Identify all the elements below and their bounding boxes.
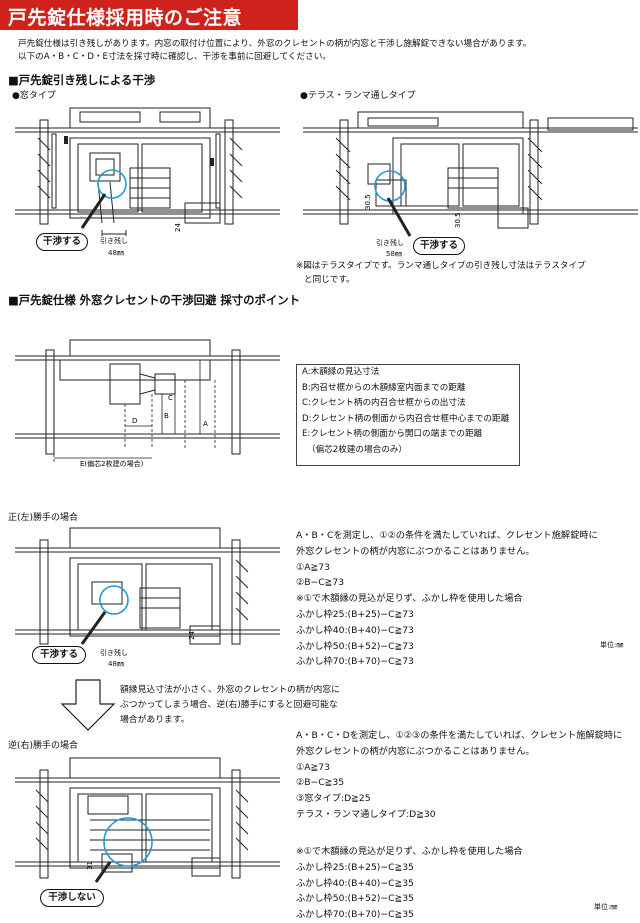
right-hand-label: 逆(右)勝手の場合 [8, 741, 79, 751]
dim-label-b: B [164, 412, 169, 420]
left-cond-4: ※①で木額縁の見込が足りず、ふかし枠を使用した場合 [296, 593, 523, 605]
right-fuka-1: ふかし枠25:(B+25)−C≧35 [296, 861, 414, 873]
dim-label-d: D [132, 417, 137, 425]
hikinokoshi-label-left: 引き残し [100, 649, 128, 657]
left-cond-2: ①A≧73 [296, 561, 330, 573]
right-cond-4: ③窓タイプ:D≧25 [296, 793, 371, 805]
right-fuka-3: ふかし枠50:(B+52)−C≧35 [296, 893, 414, 905]
hikinokoshi-value-terrace: 58㎜ [386, 250, 402, 258]
hikinokoshi-label-terrace: 引き残し [376, 239, 404, 247]
intro-line-2: 以下のA・B・C・D・E寸法を採寸時に確認し、干渉を事前に回避してください。 [18, 52, 331, 62]
right-fuka-2: ふかし枠40:(B+40)−C≧35 [296, 877, 414, 889]
right-cond-5: テラス・ランマ通しタイプ:D≧30 [296, 808, 436, 820]
arrow-note-3: 場合があります。 [120, 715, 190, 725]
right-fuka-0: ※①で木額縁の見込が足りず、ふかし枠を使用した場合 [296, 846, 523, 857]
unit-label-left: 単位:㎜ [600, 641, 624, 649]
dim-31-label: 31 [86, 861, 94, 870]
window-type-label: ●窓タイプ [12, 91, 56, 101]
terrace-note-line-1: ※図はテラスタイプです。ランマ通しタイプの引き残し寸法はテラスタイプ [296, 261, 586, 271]
legend-e-note: （偏芯2枚建の場合のみ） [307, 444, 407, 455]
left-hand-conditions: A・B・Cを測定し、①②の条件を満たしていれば、クレセント施解錠時に 外窓クレセ… [296, 528, 598, 670]
right-cond-3: ②B−C≧35 [296, 777, 345, 789]
window-type-figure: 24 [15, 107, 280, 236]
title-bar: 戸先錠仕様採用時のご注意 [0, 0, 298, 30]
right-hand-figure: 31 [15, 757, 280, 883]
arrow-note: 額縁見込寸法が小さく、外窓のクレセントの柄が内窓に ぶつかってしまう場合、逆(右… [120, 683, 340, 728]
left-hand-label: 正(左)勝手の場合 [8, 513, 79, 523]
dimension-figure: D B C A E(偏芯2枚建の場合) [15, 339, 280, 468]
intro-text: 戸先錠仕様は引き残しがあります。内窓の取付け位置により、外窓のクレセントの柄が内… [18, 38, 628, 64]
right-hand-fukashi: ※①で木額縁の見込が足りず、ふかし枠を使用した場合 ふかし枠25:(B+25)−… [296, 844, 523, 923]
arrow-note-2: ぶつかってしまう場合、逆(右)勝手にすると回避可能な [120, 700, 338, 710]
hikinokoshi-value-window: 48㎜ [108, 249, 124, 257]
dim-label-e: E(偏芯2枚建の場合) [80, 459, 144, 468]
intro-line-1: 戸先錠仕様は引き残しがあります。内窓の取付け位置により、外窓のクレセントの柄が内… [18, 39, 532, 49]
down-arrow-icon [60, 679, 116, 731]
legend-d: D:クレセント柄の側面から内召合せ框中心までの距離 [302, 413, 510, 424]
legend-b: B:内召せ框からの木額縁室内面までの距離 [302, 382, 466, 393]
dim-label-c: C [168, 394, 173, 402]
arrow-note-1: 額縁見込寸法が小さく、外窓のクレセントの柄が内窓に [120, 685, 340, 695]
interference-bubble-terrace: 干渉する [413, 237, 465, 255]
left-cond-8: ふかし枠70:(B+70)−C≧73 [296, 656, 414, 668]
dim-24-label: 24 [174, 223, 182, 232]
terrace-note-line-2: と同じです。 [304, 275, 355, 285]
terrace-type-figure: 30.5 30.5 [303, 111, 638, 237]
no-interference-bubble: 干渉しない [40, 889, 104, 907]
left-cond-3: ②B−C≧73 [296, 577, 345, 589]
right-cond-1: 外窓クレセントの柄が内窓にぶつかることはありません。 [296, 745, 535, 757]
interference-bubble-window: 干渉する [36, 233, 88, 251]
section2-heading: ■戸先錠仕様 外窓クレセントの干渉回避 採寸のポイント [8, 293, 301, 307]
terrace-type-label: ●テラス・ランマ通しタイプ [300, 91, 416, 101]
no-interference-circle [103, 817, 153, 867]
terrace-note: ※図はテラスタイプです。ランマ通しタイプの引き残し寸法はテラスタイプ と同じです… [296, 259, 586, 287]
legend-c: C:クレセント柄の内召合せ框からの出寸法 [302, 398, 466, 408]
hikinokoshi-value-left: 48㎜ [108, 660, 124, 668]
interference-circle [97, 169, 127, 199]
dim-label-a: A [203, 420, 208, 428]
dim-24-left: 24 [188, 631, 196, 640]
page-title: 戸先錠仕様採用時のご注意 [8, 7, 243, 29]
left-hand-figure: 24 [15, 527, 280, 645]
hikinokoshi-label-window: 引き残し [100, 237, 128, 245]
section1-heading: ■戸先錠引き残しによる干渉 [8, 73, 156, 87]
right-hand-conditions: A・B・C・Dを測定し、①②③の条件を満たしていれば、クレセント施解錠時に 外窓… [296, 728, 622, 823]
dim-30-5-b: 30.5 [454, 212, 462, 228]
left-cond-5: ふかし枠25:(B+25)−C≧73 [296, 608, 414, 620]
left-cond-7: ふかし枠50:(B+52)−C≧73 [296, 640, 414, 652]
left-cond-1: 外窓クレセントの柄が内窓にぶつかることはありません。 [296, 545, 535, 557]
dim-30-5-a: 30.5 [364, 194, 372, 210]
interference-bubble-left: 干渉する [32, 646, 86, 664]
unit-label-right: 単位:㎜ [594, 903, 618, 911]
left-cond-0: A・B・Cを測定し、①②の条件を満たしていれば、クレセント施解錠時に [296, 530, 598, 541]
left-cond-6: ふかし枠40:(B+40)−C≧73 [296, 624, 414, 636]
right-cond-0: A・B・C・Dを測定し、①②③の条件を満たしていれば、クレセント施解錠時に [296, 730, 623, 741]
legend-e: E:クレセント柄の側面から開口の端までの距離 [302, 429, 483, 439]
legend-a: A:木額縁の見込寸法 [302, 367, 380, 377]
right-fuka-4: ふかし枠70:(B+70)−C≧35 [296, 909, 414, 921]
dimension-legend: A:木額縁の見込寸法 B:内召せ框からの木額縁室内面までの距離 C:クレセント柄… [296, 364, 520, 466]
right-cond-2: ①A≧73 [296, 761, 330, 773]
interference-circle-left [99, 585, 129, 615]
